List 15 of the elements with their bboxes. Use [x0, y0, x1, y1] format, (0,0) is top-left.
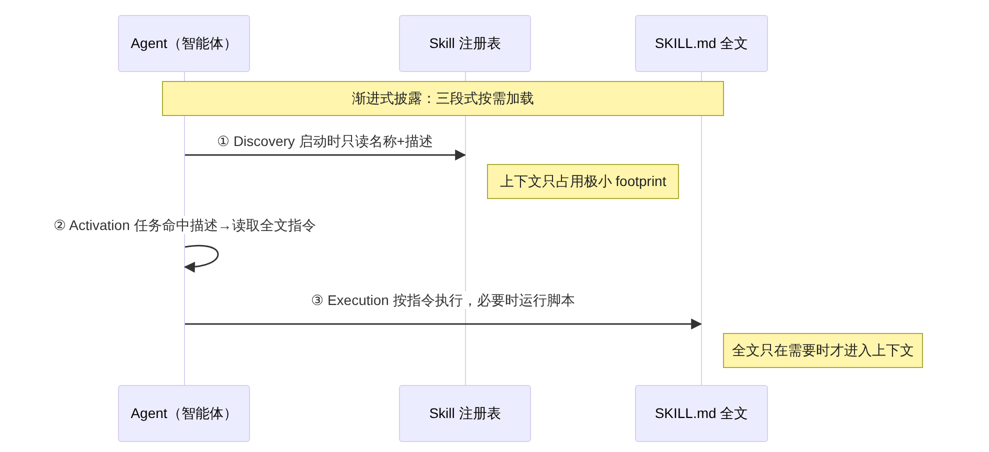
participant-box: SKILL.md 全文 [635, 15, 768, 72]
message-label: ② Activation 任务命中描述→读取全文指令 [52, 216, 318, 234]
note-box: 渐进式披露：三段式按需加载 [162, 81, 724, 116]
participant-box: Agent（智能体） [118, 15, 250, 72]
message-arrow [185, 318, 702, 330]
message-label: ① Discovery 启动时只读名称+描述 [215, 132, 435, 150]
message-arrow [185, 150, 466, 160]
message-label: ③ Execution 按指令执行，必要时运行脚本 [309, 291, 577, 309]
participant-box: Skill 注册表 [399, 15, 531, 72]
self-message-arrow [184, 244, 219, 272]
participant-box: Skill 注册表 [399, 385, 531, 442]
participant-box: Agent（智能体） [118, 385, 250, 442]
note-box: 全文只在需要时才进入上下文 [723, 333, 923, 368]
participant-box: SKILL.md 全文 [635, 385, 768, 442]
note-box: 上下文只占用极小 footprint [487, 164, 679, 199]
